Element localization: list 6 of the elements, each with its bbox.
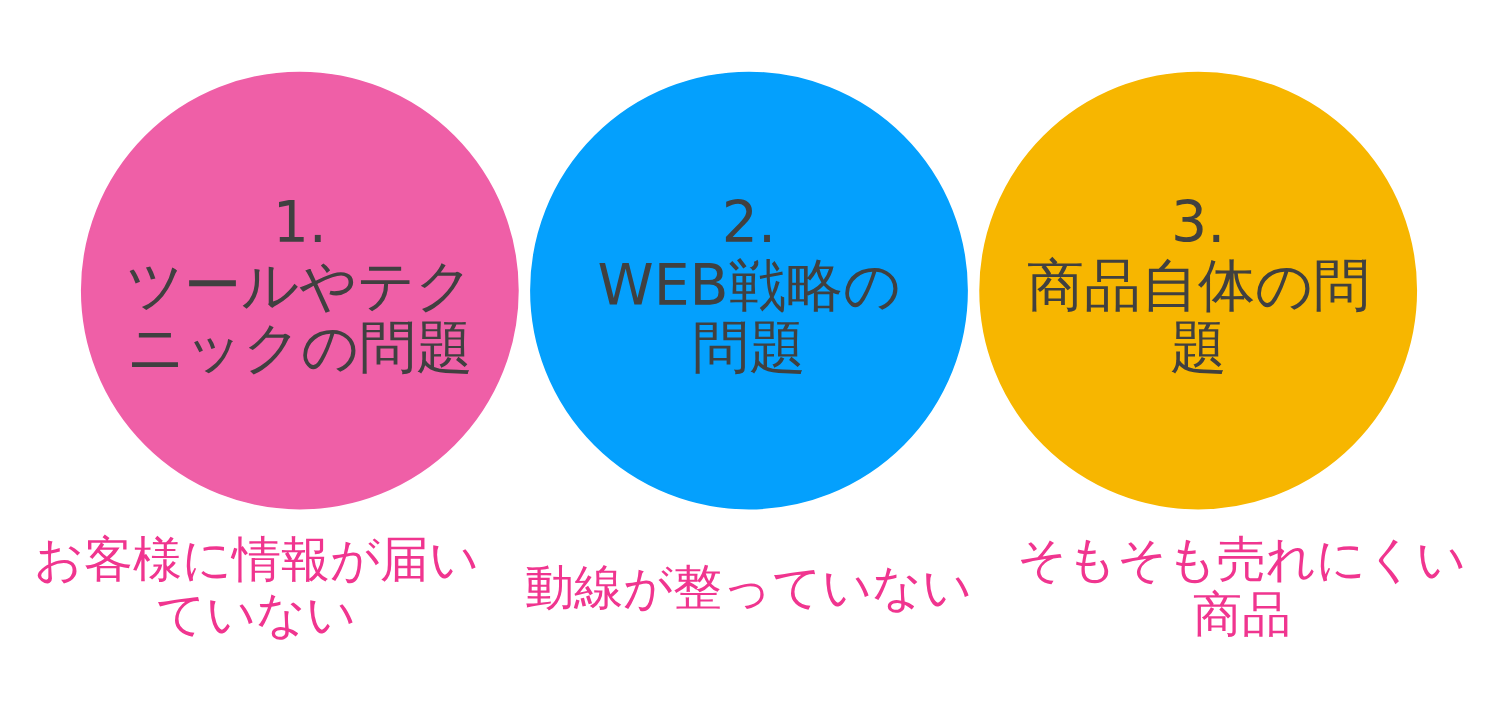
node-circle: 3. 商品自体の問題 bbox=[979, 71, 1418, 509]
node-label: そもそも売れにくい商品 bbox=[1017, 529, 1467, 643]
node-circle: 2. WEB戦略の問題 bbox=[530, 71, 968, 509]
node-label: 動線が整っていない bbox=[525, 557, 973, 616]
node-label: お客様に情報が届いていない bbox=[33, 529, 479, 643]
node-circle: 1. ツールやテクニックの問題 bbox=[80, 71, 519, 509]
